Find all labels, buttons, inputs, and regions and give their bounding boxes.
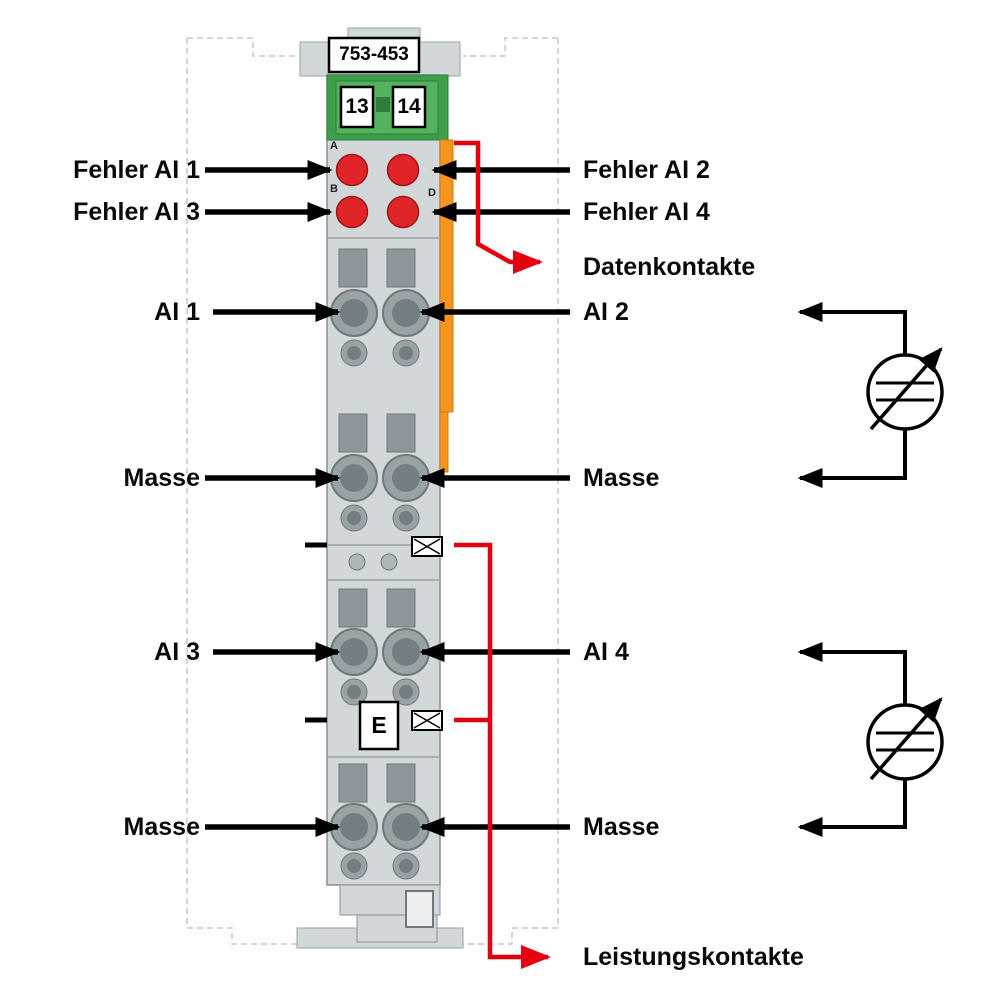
adjacent-module-outlines [186, 37, 559, 945]
latch-symbol-upper [411, 536, 443, 557]
terminal-13-box [339, 85, 375, 129]
label-ai-2: AI 2 [583, 298, 629, 326]
leistungskontakte-path [454, 542, 551, 969]
terminal-14-number: 14 [397, 95, 421, 118]
label-ai-1: AI 1 [154, 298, 200, 326]
connector-section-masse-lower [330, 763, 430, 880]
label-fehler-ai-3: Fehler AI 3 [73, 198, 200, 226]
led-marker-d: D [428, 187, 436, 199]
led-fehler-ai-3 [335, 195, 369, 229]
label-fehler-ai-2: Fehler AI 2 [583, 156, 710, 184]
connector-section-ai3-ai4 [330, 588, 430, 706]
connector-section-masse-upper [330, 413, 430, 532]
label-fehler-ai-1: Fehler AI 1 [73, 156, 200, 184]
contact-paths [454, 140, 551, 969]
latch-symbol-lower [411, 710, 443, 731]
led-marker-a: A [330, 140, 338, 152]
latch-strip [439, 139, 454, 473]
label-datenkontakte: Datenkontakte [583, 253, 756, 281]
terminal-13-number: 13 [345, 95, 369, 118]
error-led-indicators [335, 153, 420, 229]
section-dividers [327, 237, 440, 758]
module-foot [339, 884, 441, 943]
part-number: 753-453 [339, 44, 409, 65]
connector-section-ai1-ai2 [330, 248, 430, 367]
label-masse-left-upper: Masse [123, 464, 200, 492]
power-contact-ticks [305, 542, 327, 723]
signal-arrows [205, 160, 570, 837]
marker-e-label: E [371, 712, 387, 738]
transducer-circuit-lower [797, 642, 944, 837]
label-masse-right-upper: Masse [583, 464, 660, 492]
label-masse-right-lower: Masse [583, 813, 660, 841]
label-ai-4: AI 4 [583, 638, 629, 666]
led-fehler-ai-4 [386, 195, 420, 229]
datenkontakte-path [454, 140, 543, 274]
part-number-plate [327, 36, 421, 74]
marker-e-box [358, 700, 400, 751]
label-leistungskontakte: Leistungskontakte [583, 943, 804, 971]
transducer-circuit-upper [797, 302, 944, 488]
label-fehler-ai-4: Fehler AI 4 [583, 198, 710, 226]
terminal-block [326, 74, 449, 141]
terminal-14-box [391, 85, 427, 129]
label-masse-left-lower: Masse [123, 813, 200, 841]
led-fehler-ai-2 [386, 153, 420, 187]
label-ai-3: AI 3 [154, 638, 200, 666]
mid-divider-holes [348, 553, 398, 571]
led-fehler-ai-1 [335, 153, 369, 187]
led-marker-b: B [330, 183, 338, 195]
